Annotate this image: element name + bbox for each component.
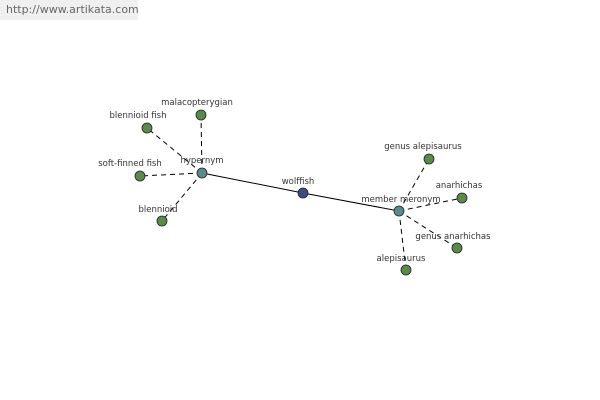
node-alepisaurus-dot[interactable] [400,264,412,276]
node-blennioid-fish[interactable]: blennioid fish [110,111,167,134]
node-hypernym-label: hypernym [180,156,223,166]
edge-member-meronym [302,192,400,212]
edge-anarhichas [398,197,463,212]
node-alepisaurus-label: alepisaurus [377,254,426,264]
node-soft-finned-fish[interactable]: soft-finned fish [98,159,162,182]
edge-blennioid-fish [146,127,203,174]
edge-genus-alepisaurus [398,158,430,212]
node-blennioid-dot[interactable] [156,215,168,227]
edge-malacopterygian [200,114,203,174]
node-hypernym[interactable]: hypernym [180,156,224,179]
node-anarhichas-label: anarhichas [436,181,483,191]
node-wolffish-dot[interactable] [297,187,309,199]
node-blennioid-fish-label: blennioid fish [110,111,167,121]
node-member-meronym-label: member meronym [361,195,440,205]
node-soft-finned-fish-dot[interactable] [134,170,146,182]
node-genus-alepisaurus-label: genus alepisaurus [384,142,462,152]
edges-layer [139,114,463,271]
node-blennioid-fish-dot[interactable] [141,122,153,134]
node-malacopterygian-label: malacopterygian [161,98,233,108]
node-anarhichas[interactable]: anarhichas [436,181,483,204]
node-wolffish[interactable]: wolffish [282,177,315,199]
watermark-link[interactable]: http://www.artikata.com [0,0,139,20]
node-genus-anarhichas[interactable]: genus anarhichas [415,232,491,254]
node-soft-finned-fish-label: soft-finned fish [98,159,162,169]
edge-hypernym [201,172,304,194]
node-malacopterygian-dot[interactable] [195,109,207,121]
edge-alepisaurus [398,210,407,271]
edge-genus-anarhichas [398,210,458,249]
node-wolffish-label: wolffish [282,177,315,187]
node-blennioid-label: blennioid [138,205,177,215]
watermark-text: http://www.artikata.com [6,3,139,16]
node-anarhichas-dot[interactable] [456,192,468,204]
node-genus-alepisaurus-dot[interactable] [423,153,435,165]
node-member-meronym-dot[interactable] [393,205,405,217]
node-alepisaurus[interactable]: alepisaurus [377,254,426,276]
node-genus-anarhichas-dot[interactable] [451,242,463,254]
nodes-layer: malacopterygian blennioid fish soft-finned… [98,98,491,276]
node-genus-anarhichas-label: genus anarhichas [415,232,491,242]
node-malacopterygian[interactable]: malacopterygian [161,98,233,121]
node-hypernym-dot[interactable] [196,167,208,179]
node-member-meronym[interactable]: member meronym [361,195,441,217]
edge-soft-finned-fish [139,172,203,177]
node-genus-alepisaurus[interactable]: genus alepisaurus [384,142,462,165]
node-blennioid[interactable]: blennioid [138,205,178,227]
edge-blennioid [161,172,203,222]
